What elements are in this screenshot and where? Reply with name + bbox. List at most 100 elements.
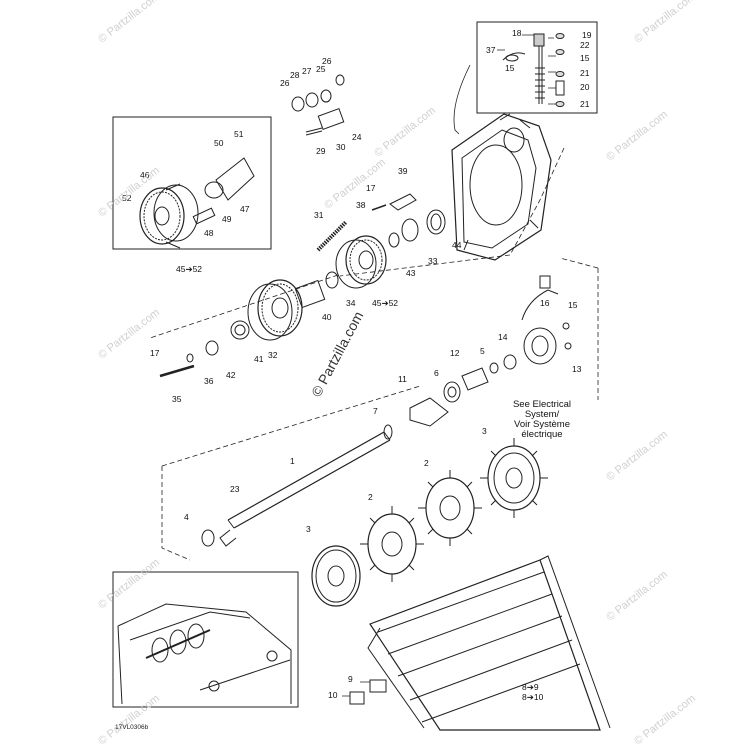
- callout-3a: 3: [482, 426, 487, 436]
- callout-28: 28: [290, 70, 300, 80]
- speed-sensor: [521, 275, 572, 365]
- callout-43: 43: [406, 268, 416, 278]
- callout-15c: 15: [568, 300, 578, 310]
- callout-12: 12: [450, 348, 460, 358]
- callout-30: 30: [336, 142, 346, 152]
- callout-8-10: 8➔10: [522, 692, 544, 702]
- washer-36: [186, 353, 194, 363]
- sprocket-upper: [335, 235, 387, 289]
- callout-25: 25: [316, 64, 326, 74]
- callout-52: 52: [122, 193, 132, 203]
- flange-12: [461, 367, 489, 391]
- callout-19: 19: [582, 30, 592, 40]
- sprocket-46: [139, 183, 199, 249]
- callout-1: 1: [290, 456, 295, 466]
- roller-40: [294, 279, 326, 309]
- dipstick-part: [533, 33, 545, 104]
- inset-box-frame: [112, 571, 299, 708]
- callout-40: 40: [322, 312, 332, 322]
- callout-42: 42: [226, 370, 236, 380]
- callout-15a: 15: [505, 63, 515, 73]
- callout-39: 39: [398, 166, 408, 176]
- callout-9: 9: [348, 674, 353, 684]
- callout-21a: 21: [580, 68, 590, 78]
- callout-37: 37: [486, 45, 496, 55]
- clip-10: [349, 691, 365, 705]
- callout-4: 4: [184, 512, 189, 522]
- callout-16: 16: [540, 298, 550, 308]
- callout-35: 35: [172, 394, 182, 404]
- frame-illustration: [117, 603, 292, 705]
- gear-32: [247, 279, 303, 341]
- washer-5: [489, 362, 499, 374]
- bolt-35: [159, 364, 195, 378]
- callout-22: 22: [580, 40, 590, 50]
- assembly-boundary: [149, 147, 599, 561]
- ring-34: [325, 271, 339, 289]
- bearing-6: [443, 381, 461, 403]
- drive-sprocket-2-left: [360, 506, 424, 582]
- callout-32: 32: [268, 350, 278, 360]
- callout-36: 36: [204, 376, 214, 386]
- inset-box-gauge: [476, 21, 598, 114]
- callout-21b: 21: [580, 99, 590, 109]
- track-8: [367, 555, 611, 731]
- callout-7: 7: [373, 406, 378, 416]
- callout-2b: 2: [368, 492, 373, 502]
- callout-26a: 26: [322, 56, 332, 66]
- callout-13: 13: [572, 364, 582, 374]
- callout-46: 46: [140, 170, 150, 180]
- callout-51: 51: [234, 129, 244, 139]
- callout-45a: 45➔52: [176, 264, 202, 274]
- callout-47: 47: [240, 204, 250, 214]
- see-electrical-note: See Electrical System/ Voir Système élec…: [512, 399, 572, 440]
- callout-17b: 17: [150, 348, 160, 358]
- callout-29: 29: [316, 146, 326, 156]
- callout-26b: 26: [280, 78, 290, 88]
- callout-20: 20: [580, 82, 590, 92]
- bracket-39: [389, 193, 417, 211]
- figure-code: 17VL0306b: [115, 724, 149, 731]
- ring-42: [205, 340, 219, 356]
- spring-31: [316, 220, 348, 252]
- callout-14: 14: [498, 332, 508, 342]
- callout-17a: 17: [366, 183, 376, 193]
- drive-shaft-1: [219, 431, 391, 547]
- chaincase-housing: [451, 113, 552, 261]
- callout-11: 11: [398, 374, 407, 384]
- callout-18: 18: [512, 28, 522, 38]
- callout-38: 38: [356, 200, 366, 210]
- callout-15b: 15: [580, 53, 590, 63]
- part-cluster-24-30: [291, 74, 345, 136]
- drive-sprocket-2-middle: [418, 470, 482, 546]
- clip-9: [369, 679, 387, 693]
- wire-loop: [502, 52, 526, 61]
- callout-2a: 2: [424, 458, 429, 468]
- nut-14: [503, 354, 517, 370]
- callout-8-9: 8➔9: [522, 682, 539, 692]
- inset-box-gear-assembly: [112, 116, 272, 250]
- bearing-41: [230, 320, 250, 340]
- bearing-47: [204, 181, 224, 199]
- drive-sprocket-3-right: [480, 438, 548, 518]
- bearing-4: [201, 529, 215, 547]
- wheel-3-left: [311, 545, 361, 607]
- seal-44: [426, 209, 446, 235]
- callout-34: 34: [346, 298, 356, 308]
- callout-41: 41: [254, 354, 264, 364]
- callout-5: 5: [480, 346, 485, 356]
- ring-33: [401, 218, 419, 242]
- callout-50: 50: [214, 138, 224, 148]
- plate-11: [409, 397, 449, 427]
- callout-23: 23: [230, 484, 240, 494]
- callout-31: 31: [314, 210, 324, 220]
- callout-3b: 3: [306, 524, 311, 534]
- callout-24: 24: [352, 132, 362, 142]
- callout-49: 49: [222, 214, 232, 224]
- arrow-to-housing: [453, 64, 471, 135]
- callout-10: 10: [328, 690, 338, 700]
- ring-43: [388, 232, 400, 248]
- callout-48: 48: [204, 228, 214, 238]
- callout-45b: 45➔52: [372, 298, 398, 308]
